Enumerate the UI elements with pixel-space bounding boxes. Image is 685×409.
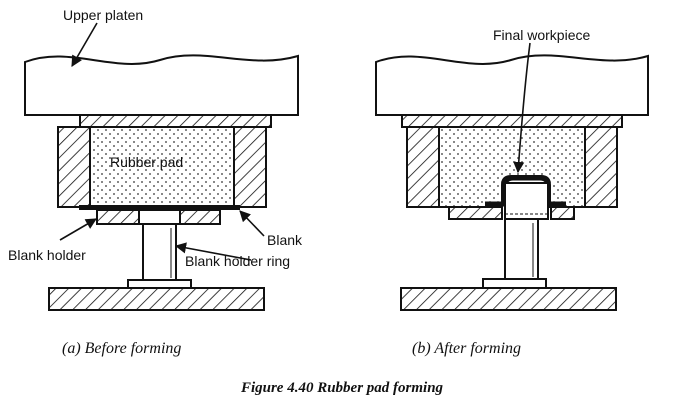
upper-platen-b — [375, 54, 649, 116]
punch-head-a — [138, 209, 181, 225]
label-rubber-pad: Rubber pad — [110, 154, 183, 170]
caption-after-forming: (b) After forming — [412, 340, 521, 357]
punch-base-b — [482, 278, 547, 289]
punch-base-a — [127, 279, 192, 289]
lower-platen-b — [400, 287, 617, 311]
diagram-before-forming — [24, 54, 299, 311]
caption-before-forming: (a) Before forming — [62, 340, 181, 357]
container-right-wall-b — [584, 126, 618, 208]
container-left-wall-b — [406, 126, 440, 208]
platen-plate-b — [401, 114, 623, 128]
leader-final-workpiece — [513, 42, 531, 174]
leader-blank — [239, 210, 265, 237]
blank-holder-left-a — [96, 209, 140, 225]
blank-holder-right-b — [550, 206, 575, 220]
figure-caption: Figure 4.40 Rubber pad forming — [240, 380, 444, 396]
rubber-pad-a — [89, 126, 235, 208]
platen-plate-a — [79, 114, 272, 128]
label-final-workpiece: Final workpiece — [493, 27, 590, 43]
container-right-wall-a — [233, 126, 267, 208]
diagram-after-forming — [375, 54, 649, 311]
container-left-wall-a — [57, 126, 91, 208]
blank-holder-left-b — [448, 206, 503, 220]
blank-holder-right-a — [179, 209, 221, 225]
label-blank: Blank — [267, 232, 303, 248]
leader-blank-holder — [59, 218, 97, 241]
blank-sheet-a — [79, 205, 240, 210]
upper-platen-a — [24, 54, 299, 116]
lower-platen-a — [48, 287, 265, 311]
label-upper-platen: Upper platen — [63, 7, 143, 23]
leader-upper-platen — [71, 22, 98, 67]
leader-blank-holder-ring — [174, 242, 252, 261]
label-blank-holder: Blank holder — [8, 247, 86, 263]
leader-lines — [59, 22, 531, 261]
label-blank-holder-ring: Blank holder ring — [185, 253, 290, 269]
